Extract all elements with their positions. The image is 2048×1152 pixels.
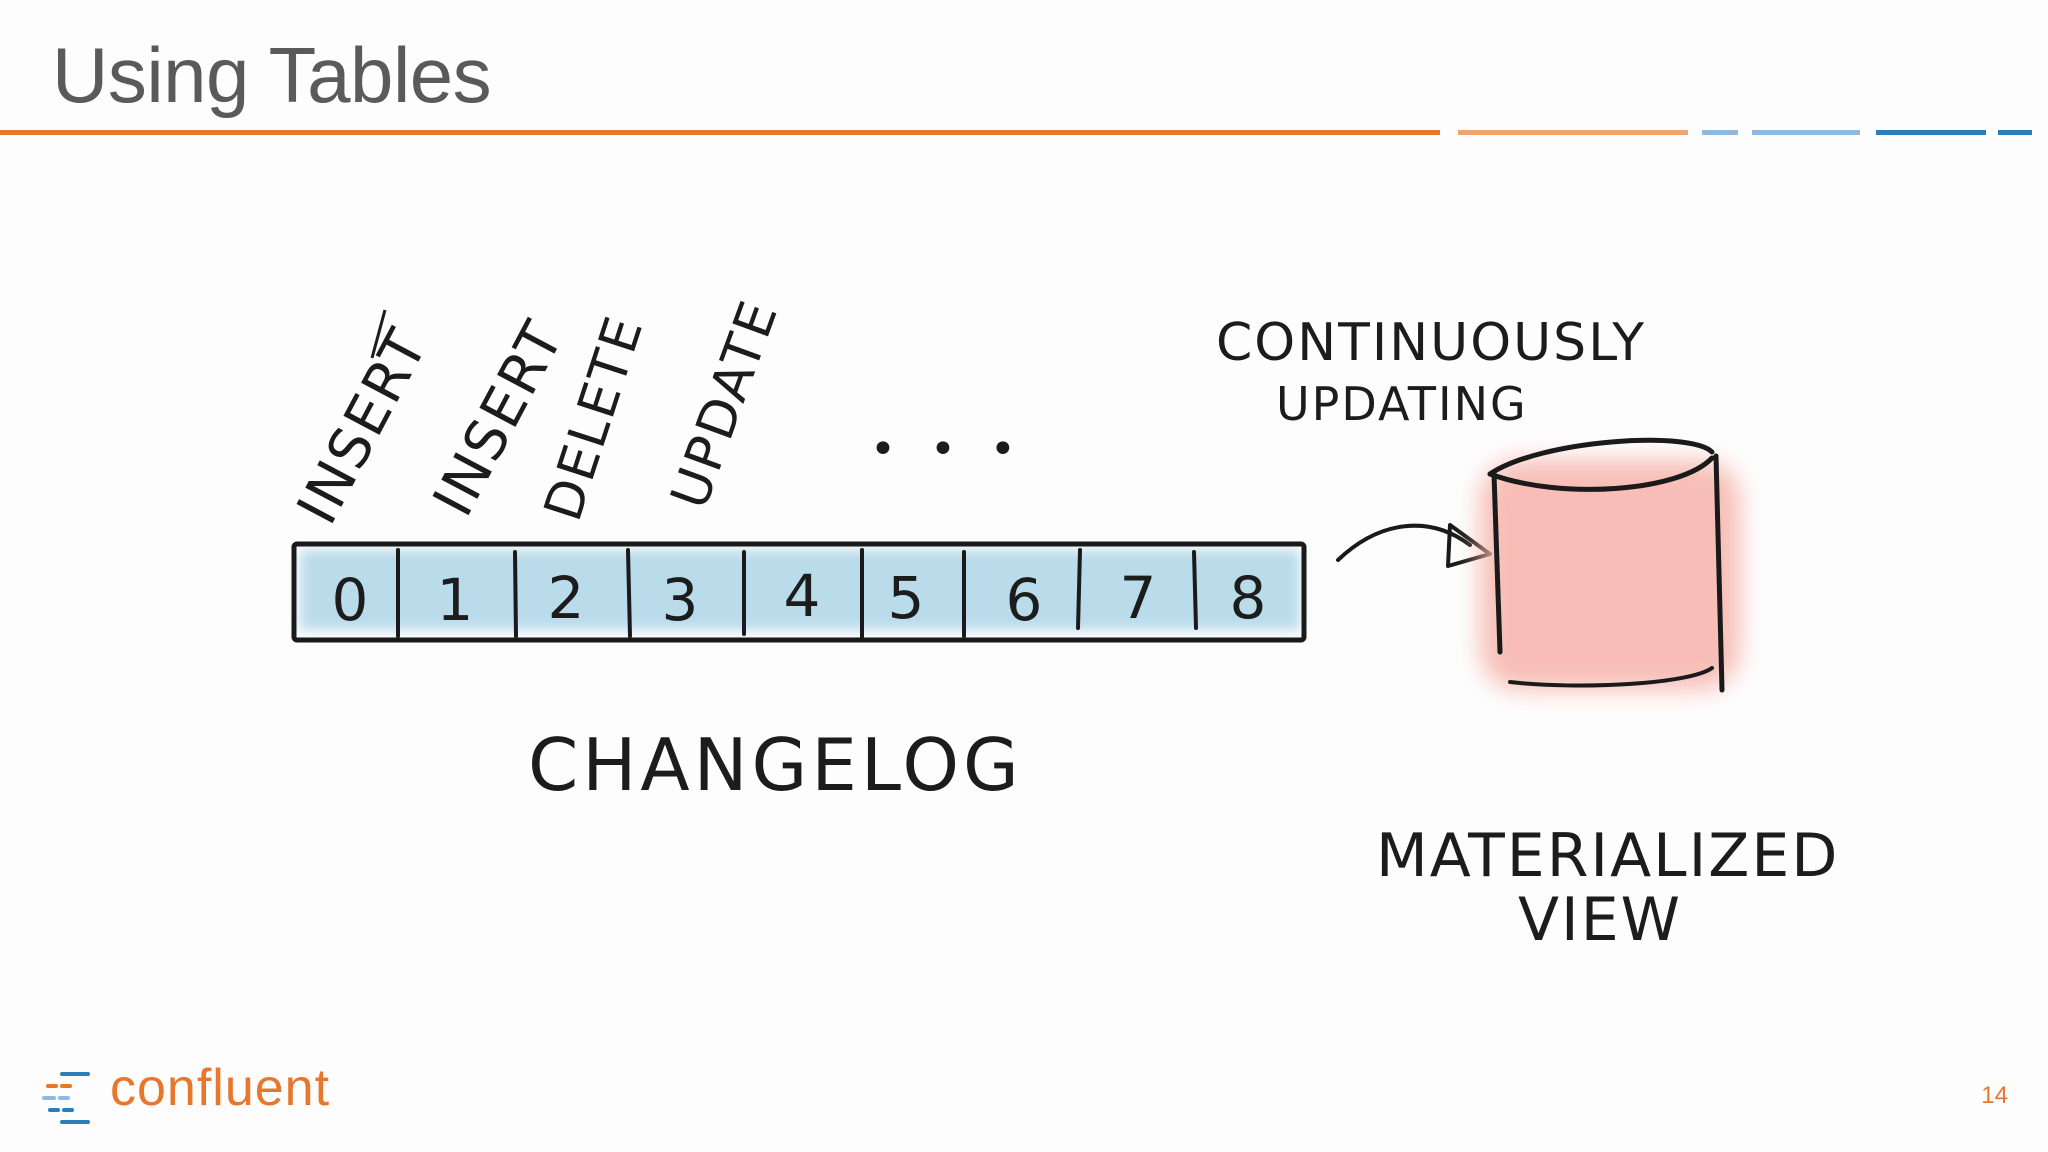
log-box [291,541,1307,643]
log-cell-3: 3 [662,566,699,634]
changelog-label: CHANGELOG [528,723,1023,807]
log-cell-8: 8 [1230,564,1267,632]
materialized-view-cylinder [1480,437,1740,693]
insert-tick-mark [370,309,387,359]
header-rule-dark-blue-2 [1998,130,2032,135]
page-number: 14 [1981,1082,2008,1109]
op-label-update: UPDATE [660,292,790,516]
header-rule-light-orange [1458,130,1688,135]
header-rule-orange [0,130,1440,135]
log-cell-5: 5 [888,564,925,632]
view-label: VIEW [1518,885,1682,955]
header-rule-light-blue-2 [1752,130,1860,135]
log-cell-0: 0 [332,566,369,634]
log-cell-6: 6 [1006,566,1043,634]
log-cell-7: 7 [1120,564,1157,632]
log-cell-2: 2 [548,564,585,632]
slide-title: Using Tables [52,31,492,119]
update-arrow [1336,523,1472,562]
log-dividers [396,548,1198,640]
op-label-insert-1: INSERT [285,318,441,534]
header-rule-dark-blue-1 [1876,130,1986,135]
header-rule-light-blue-1 [1702,130,1738,135]
log-cell-1: 1 [437,566,474,634]
materialized-label: MATERIALIZED [1376,821,1839,891]
confluent-logo-text: confluent [110,1059,331,1117]
log-fill-wash [300,550,1300,630]
log-cell-4: 4 [784,562,821,630]
continuously-label: CONTINUOUSLY [1216,313,1646,373]
update-arrowhead [1446,523,1492,568]
ellipsis: • • • [870,424,1026,475]
confluent-logo-mark-icon [42,1072,90,1124]
updating-label: UPDATING [1276,377,1528,431]
